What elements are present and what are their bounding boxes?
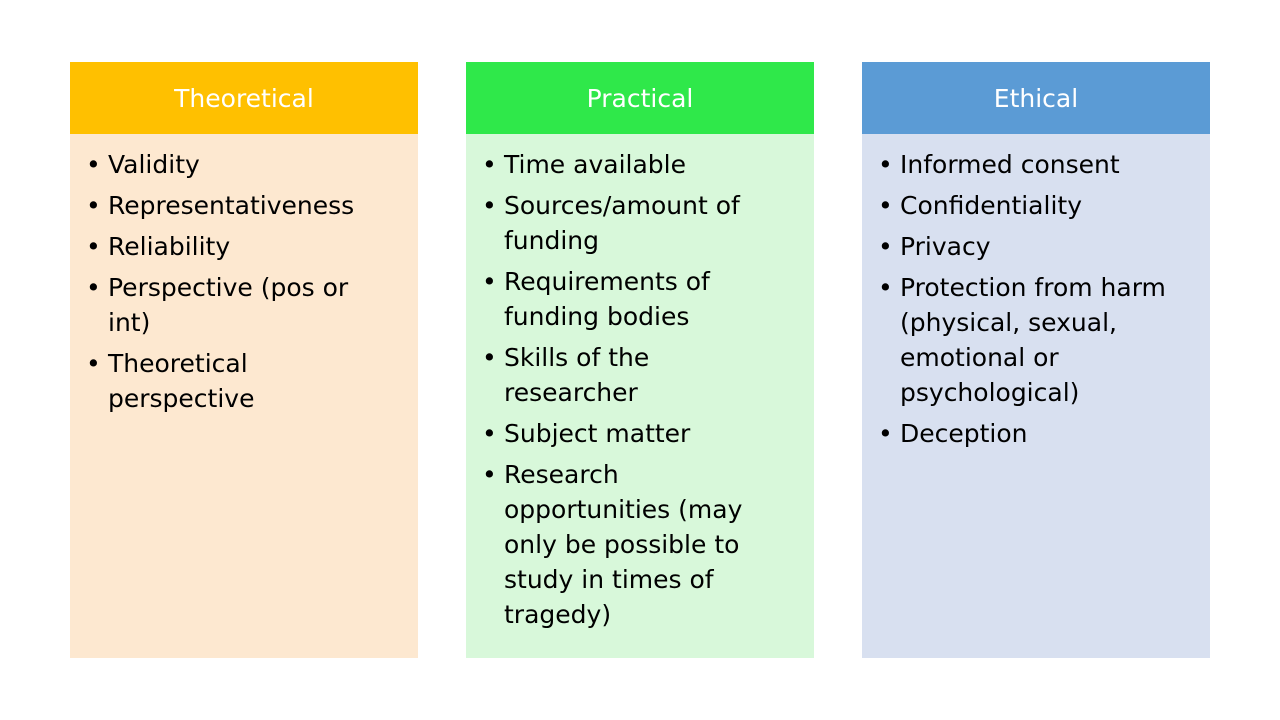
practical-list: Time available Sources/amount of funding…: [482, 147, 798, 632]
list-item: Informed consent: [878, 147, 1194, 182]
list-item: Subject matter: [482, 416, 798, 451]
theoretical-column: Theoretical Validity Representativeness …: [70, 62, 418, 658]
ethical-list: Informed consent Confidentiality Privacy…: [878, 147, 1194, 451]
practical-body: Time available Sources/amount of funding…: [466, 134, 814, 658]
theoretical-body: Validity Representativeness Reliability …: [70, 134, 418, 658]
ethical-header: Ethical: [862, 62, 1210, 134]
list-item: Deception: [878, 416, 1194, 451]
theoretical-list: Validity Representativeness Reliability …: [86, 147, 402, 416]
list-item: Sources/amount of funding: [482, 188, 759, 258]
list-item: Theoretical perspective: [86, 346, 308, 416]
ethical-column: Ethical Informed consent Confidentiality…: [862, 62, 1210, 658]
list-item: Time available: [482, 147, 798, 182]
practical-column: Practical Time available Sources/amount …: [466, 62, 814, 658]
list-item: Perspective (pos or int): [86, 270, 358, 340]
ethical-body: Informed consent Confidentiality Privacy…: [862, 134, 1210, 658]
theoretical-header: Theoretical: [70, 62, 418, 134]
practical-header: Practical: [466, 62, 814, 134]
list-item: Requirements of funding bodies: [482, 264, 734, 334]
list-item: Confidentiality: [878, 188, 1194, 223]
list-item: Representativeness: [86, 188, 402, 223]
list-item: Skills of the researcher: [482, 340, 704, 410]
list-item: Privacy: [878, 229, 1194, 264]
list-item: Research opportunities (may only be poss…: [482, 457, 764, 632]
list-item: Reliability: [86, 229, 402, 264]
list-item: Validity: [86, 147, 402, 182]
list-item: Protection from harm (physical, sexual, …: [878, 270, 1200, 410]
